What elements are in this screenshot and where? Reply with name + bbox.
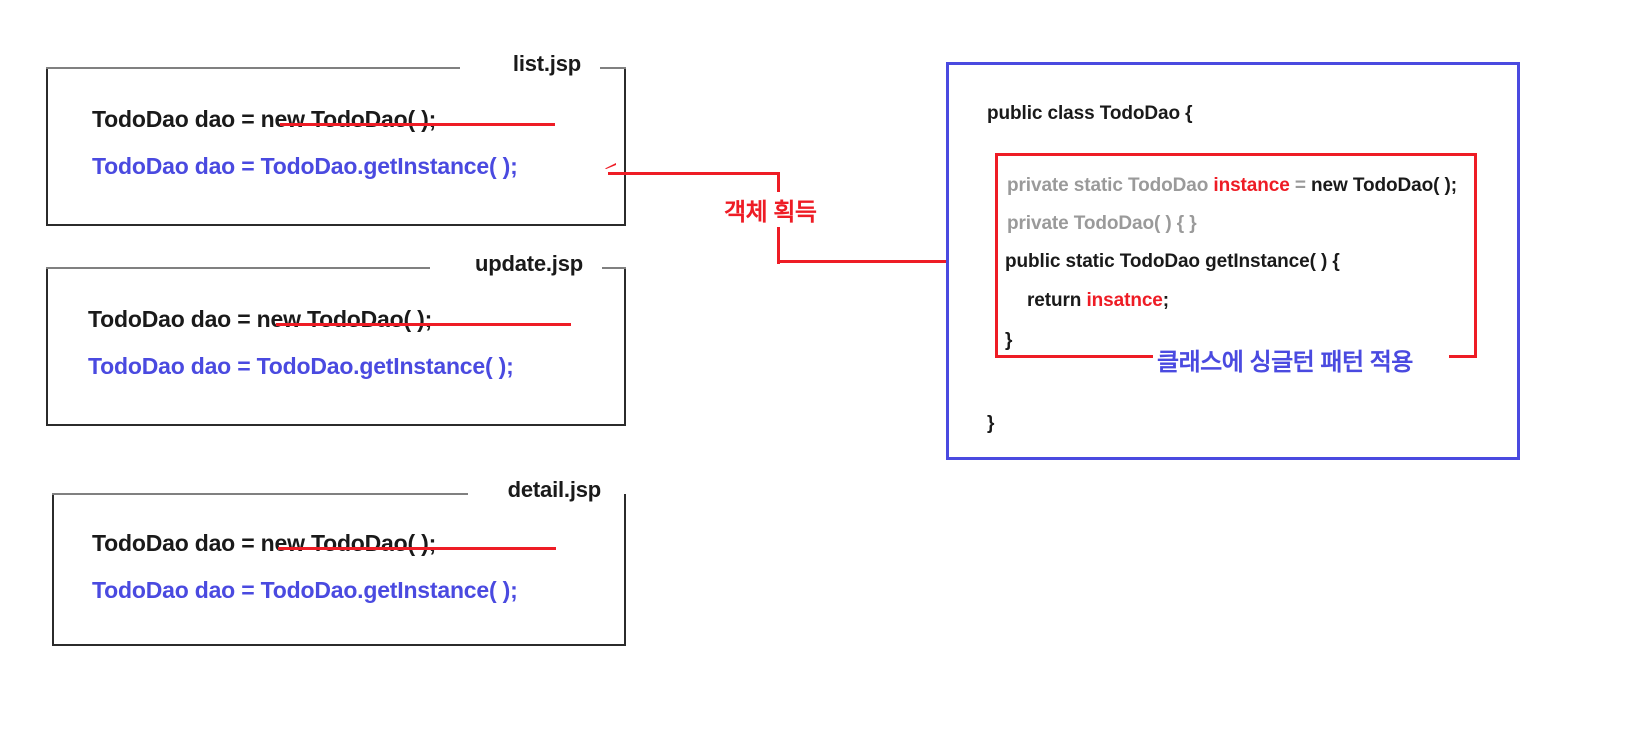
member-text: =	[1289, 175, 1312, 196]
class-member-instance-field: private static TodoDao instance = new To…	[1007, 175, 1457, 197]
connector-arrowhead-icon	[594, 163, 616, 174]
member-text: ;	[1162, 290, 1170, 311]
jsp-line-old-detail: TodoDao dao = new TodoDao( );	[92, 530, 437, 556]
member-text-highlight: instance	[1213, 175, 1290, 196]
member-text: return	[1027, 290, 1087, 311]
class-panel-tododao: public class TodoDao { private static To…	[946, 62, 1520, 460]
member-text: private TodoDao( ) { }	[1007, 213, 1197, 234]
class-member-get-instance: public static TodoDao getInstance( ) {	[1005, 251, 1340, 273]
annotation-bracket-right	[1474, 153, 1477, 358]
connector-line-bottom-horizontal	[777, 260, 1001, 263]
strikethrough-detail	[278, 547, 556, 550]
member-text: private static TodoDao	[1007, 175, 1214, 196]
member-text: }	[1005, 330, 1013, 351]
jsp-line-old-update: TodoDao dao = new TodoDao( );	[88, 306, 433, 332]
jsp-line-old-list: TodoDao dao = new TodoDao( );	[92, 106, 437, 132]
jsp-box-detail: detail.jsp TodoDao dao = new TodoDao( );…	[52, 477, 626, 646]
jsp-box-update: update.jsp TodoDao dao = new TodoDao( );…	[46, 251, 626, 426]
member-text: public static TodoDao getInstance( ) {	[1005, 251, 1340, 272]
jsp-box-label-list: list.jsp	[503, 51, 590, 77]
annotation-label-singleton: 클래스에 싱글턴 패턴 적용	[1153, 342, 1417, 377]
class-member-return-statement: return insatnce;	[1027, 290, 1169, 312]
annotation-bracket-bottom-right	[1449, 355, 1477, 358]
member-text: new TodoDao( );	[1311, 175, 1457, 196]
connector-line-top-horizontal	[608, 172, 780, 175]
jsp-line-new-update: TodoDao dao = TodoDao.getInstance( );	[88, 353, 514, 379]
strikethrough-update	[276, 323, 571, 326]
class-member-method-close-brace: }	[1005, 330, 1012, 352]
class-member-private-constructor: private TodoDao( ) { }	[1007, 213, 1197, 235]
jsp-box-label-update: update.jsp	[465, 251, 592, 277]
member-text-highlight: insatnce	[1086, 290, 1163, 311]
connector-label-object-acquire: 객체 획득	[718, 192, 823, 227]
jsp-box-list: list.jsp TodoDao dao = new TodoDao( ); T…	[46, 51, 626, 226]
jsp-line-new-list: TodoDao dao = TodoDao.getInstance( );	[92, 153, 518, 179]
class-declaration: public class TodoDao {	[987, 103, 1193, 124]
strikethrough-list	[280, 123, 555, 126]
annotation-bracket-top	[995, 153, 1477, 156]
jsp-line-new-detail: TodoDao dao = TodoDao.getInstance( );	[92, 577, 518, 603]
annotation-bracket-left	[995, 153, 998, 358]
annotation-bracket-bottom-left	[995, 355, 1153, 358]
jsp-box-label-detail: detail.jsp	[498, 477, 610, 503]
class-closing-brace: }	[987, 413, 995, 434]
